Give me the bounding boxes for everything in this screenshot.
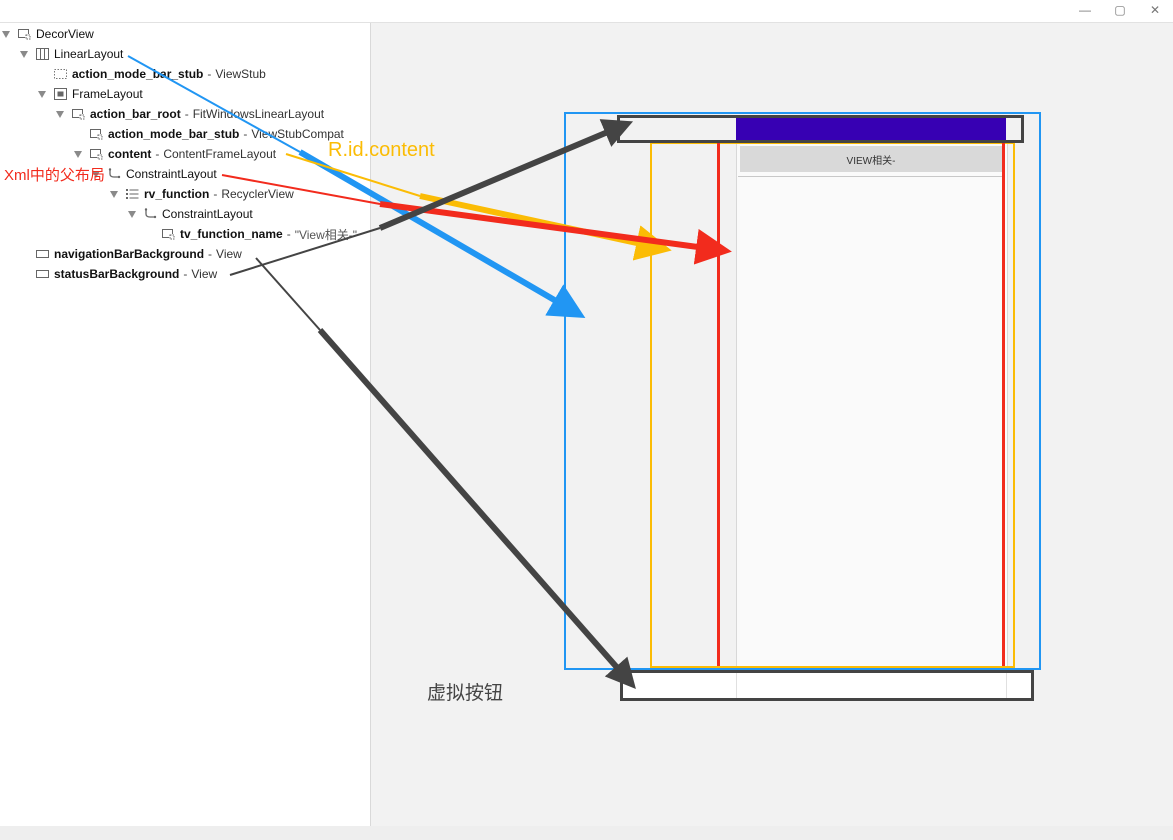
close-icon: ✕ (1149, 3, 1161, 17)
tree-node-separator: - (208, 247, 213, 261)
constraint-layout-left-edge (717, 143, 720, 666)
expand-triangle-icon[interactable] (38, 90, 46, 98)
tree-node-name: action_bar_root (90, 107, 181, 121)
expand-triangle-icon[interactable] (20, 50, 28, 58)
tree-node-type: ContentFrameLayout (163, 147, 277, 161)
navigation-bar-outline (620, 670, 1034, 701)
stub-icon (72, 108, 90, 120)
tree-node-separator: - (243, 127, 248, 141)
tree-node-name: ConstraintLayout (162, 207, 253, 221)
tree-node-separator: - (155, 147, 160, 161)
view-icon (36, 248, 54, 260)
stub-icon (18, 28, 36, 40)
bottom-status-strip (0, 826, 1173, 840)
tree-node-11[interactable]: navigationBarBackground-View (20, 244, 242, 264)
constraint-layout-icon (144, 208, 162, 220)
tree-node-10[interactable]: tv_function_name-"View相关-" (146, 224, 357, 244)
maximize-icon: ▢ (1114, 3, 1126, 17)
linear-layout-icon (36, 48, 54, 60)
expand-triangle-icon[interactable] (74, 150, 82, 158)
tree-node-separator: - (286, 227, 291, 241)
tree-node-3[interactable]: FrameLayout (38, 84, 143, 104)
tree-node-5[interactable]: action_mode_bar_stub-ViewStubCompat (74, 124, 344, 144)
tree-node-9[interactable]: ConstraintLayout (128, 204, 253, 224)
tree-node-separator: - (207, 67, 212, 81)
expand-triangle-icon[interactable] (110, 190, 118, 198)
viewstub-icon (54, 68, 72, 80)
tree-node-type: View (191, 267, 218, 281)
stub-icon (162, 228, 180, 240)
content-annotation-label: R.id.content (328, 139, 435, 161)
tree-node-2[interactable]: action_mode_bar_stub-ViewStub (38, 64, 266, 84)
tree-node-type: ViewStub (215, 67, 266, 81)
tree-node-name: FrameLayout (72, 87, 143, 101)
maximize-button[interactable]: ▢ (1102, 0, 1138, 20)
parent-layout-annotation-label: Xml中的父布局 (4, 167, 105, 184)
tree-node-name: DecorView (36, 27, 94, 41)
tree-node-type: "View相关-" (294, 227, 357, 242)
tree-node-name: rv_function (144, 187, 210, 201)
tree-node-name: statusBarBackground (54, 267, 180, 281)
constraint-layout-icon (108, 168, 126, 180)
device-preview[interactable]: VIEW相关- (564, 112, 1040, 668)
tree-node-name: action_mode_bar_stub (72, 67, 204, 81)
list-item-view[interactable]: VIEW相关- (740, 146, 1002, 172)
tree-node-separator: - (183, 267, 188, 281)
tree-node-type: FitWindowsLinearLayout (192, 107, 325, 121)
content-frame-outline (650, 142, 1015, 668)
tree-node-separator: - (213, 187, 218, 201)
frame-layout-icon (54, 88, 72, 100)
list-item-text: VIEW相关- (846, 155, 896, 167)
tree-node-6[interactable]: content-ContentFrameLayout (74, 144, 276, 164)
tree-node-1[interactable]: LinearLayout (20, 44, 123, 64)
tree-node-name: ConstraintLayout (126, 167, 217, 181)
tree-node-separator: - (184, 107, 189, 121)
minimize-button[interactable]: — (1067, 0, 1103, 20)
list-divider (738, 176, 1004, 177)
close-button[interactable]: ✕ (1137, 0, 1173, 20)
tree-node-name: tv_function_name (180, 227, 283, 241)
virtual-buttons-annotation-label: 虚拟按钮 (427, 683, 504, 704)
list-icon (126, 188, 144, 200)
expand-triangle-icon[interactable] (56, 110, 64, 118)
nav-bar-divider-left (736, 673, 737, 698)
constraint-layout-right-edge (1002, 143, 1005, 666)
tree-node-name: LinearLayout (54, 47, 124, 61)
status-bar-background[interactable] (736, 117, 1006, 141)
tree-node-4[interactable]: action_bar_root-FitWindowsLinearLayout (56, 104, 324, 124)
tree-node-name: content (108, 147, 152, 161)
expand-triangle-icon[interactable] (2, 30, 10, 38)
nav-bar-divider-right (1006, 673, 1007, 698)
tree-node-8[interactable]: rv_function-RecyclerView (110, 184, 294, 204)
status-bar-outline (617, 115, 1024, 143)
tree-node-7[interactable]: ConstraintLayout (92, 164, 217, 184)
view-icon (36, 268, 54, 280)
expand-triangle-icon[interactable] (128, 210, 136, 218)
tree-node-type: View (216, 247, 242, 261)
tree-node-0[interactable]: DecorView (2, 24, 94, 44)
minimize-icon: — (1079, 3, 1091, 17)
tree-node-name: navigationBarBackground (54, 247, 205, 261)
expand-triangle-icon[interactable] (92, 170, 100, 178)
tree-node-type: RecyclerView (221, 187, 294, 201)
stub-icon (90, 128, 108, 140)
recycler-view-area[interactable] (736, 142, 1008, 666)
tree-node-name: action_mode_bar_stub (108, 127, 240, 141)
tree-node-12[interactable]: statusBarBackground-View (20, 264, 217, 284)
stub-icon (90, 148, 108, 160)
window-titlebar: — ▢ ✕ (0, 0, 1173, 23)
